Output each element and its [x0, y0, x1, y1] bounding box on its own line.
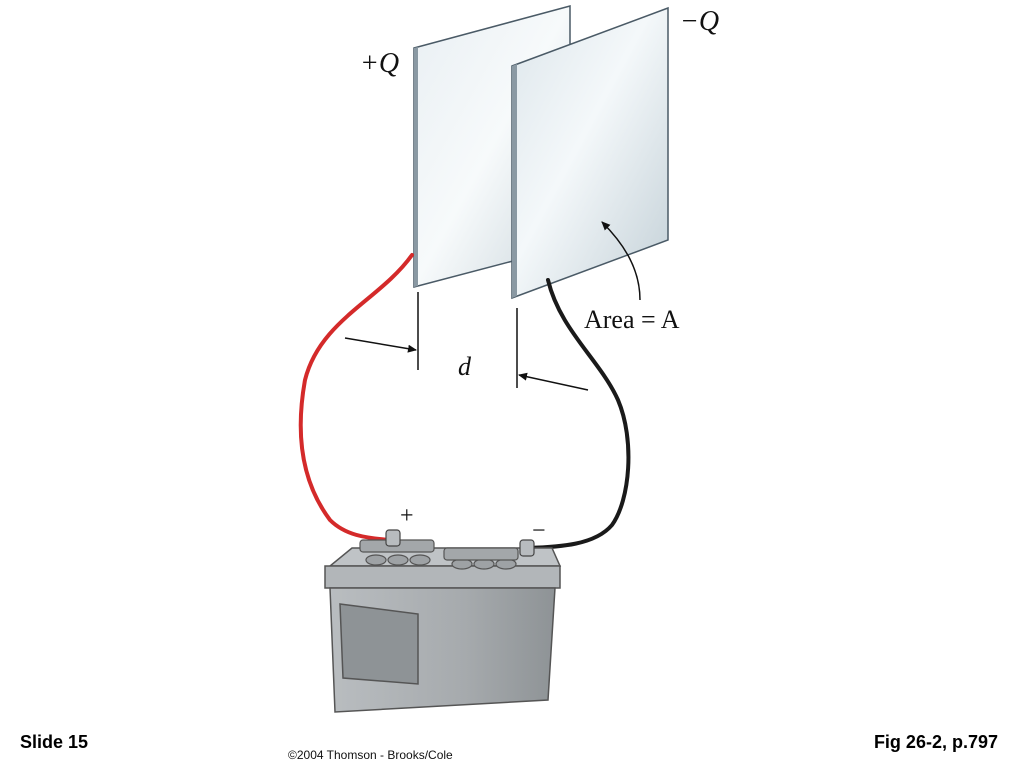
copyright-notice: ©2004 Thomson - Brooks/Cole [288, 748, 453, 762]
negative-wire [526, 278, 631, 550]
negative-plate [511, 6, 669, 300]
distance-label: d [458, 352, 472, 381]
negative-charge-label: −Q [680, 6, 719, 37]
positive-wire [298, 253, 414, 542]
area-pointer-arrow [601, 221, 641, 301]
positive-charge-label: +Q [360, 48, 399, 79]
right-distance-arrow [518, 372, 589, 391]
area-label: Area = A [584, 305, 680, 334]
left-distance-arrow [344, 337, 417, 353]
battery [324, 529, 562, 713]
battery-minus-label: − [532, 518, 546, 544]
positive-terminal [385, 529, 401, 547]
battery-plus-label: + [400, 503, 414, 529]
slide-number: Slide 15 [20, 732, 89, 752]
negative-terminal [519, 539, 535, 557]
figure-reference: Fig 26-2, p.797 [873, 732, 998, 752]
